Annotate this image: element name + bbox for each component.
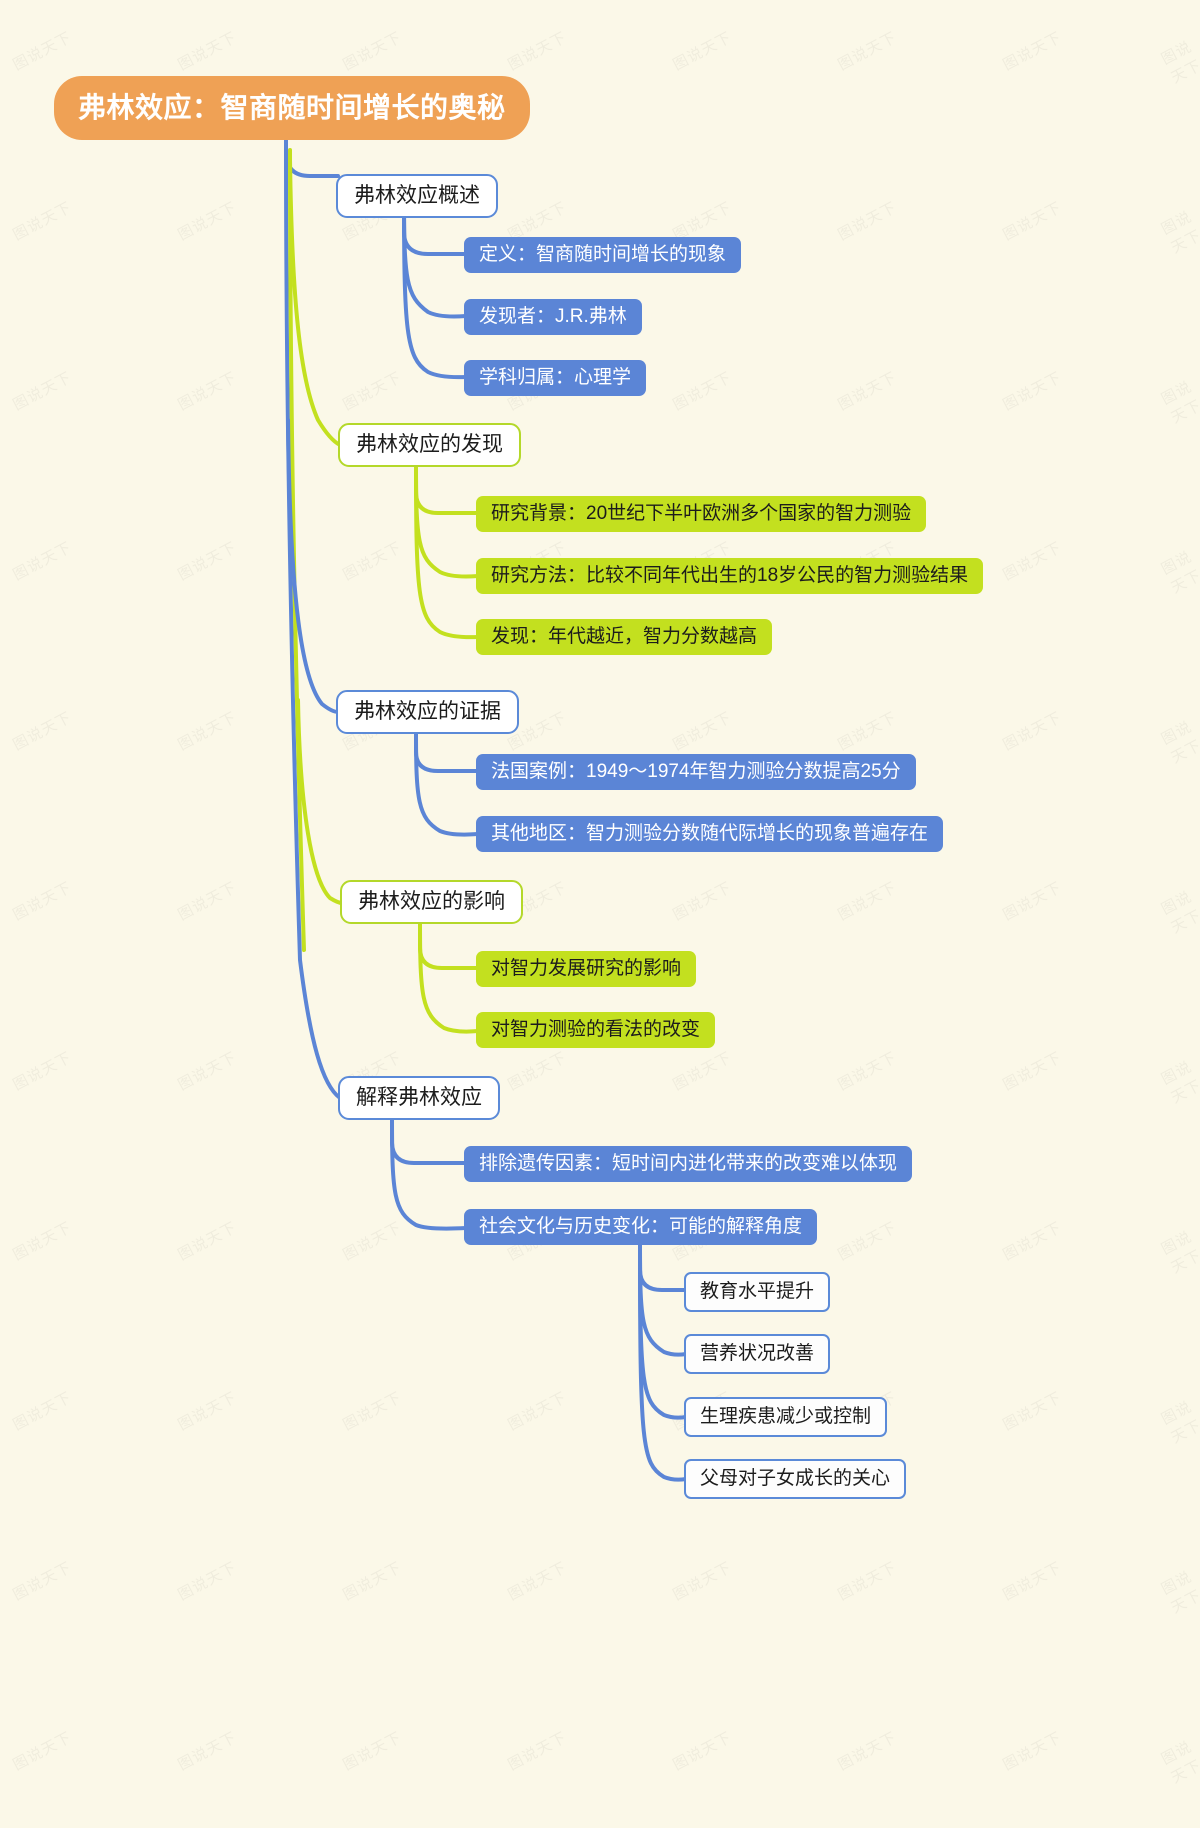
watermark-text: 图说天下 [999,1726,1065,1775]
watermark-text: 图说天下 [999,1386,1065,1435]
watermark-text: 图说天下 [9,876,75,925]
watermark-text: 图说天下 [1157,1394,1200,1448]
watermark-text: 图说天下 [339,1556,405,1605]
watermark-text: 图说天下 [339,26,405,75]
root-node[interactable]: 弗林效应：智商随时间增长的奥秘 [54,76,530,140]
leaf-node-1-2[interactable]: 发现者：J.R.弗林 [464,299,642,335]
leaf-node-2-1[interactable]: 研究背景：20世纪下半叶欧洲多个国家的智力测验 [476,496,927,532]
watermark-text: 图说天下 [174,1386,240,1435]
watermark-text: 图说天下 [174,536,240,585]
watermark-text: 图说天下 [999,1046,1065,1095]
watermark-text: 图说天下 [669,1046,735,1095]
leaf-node-3-2[interactable]: 其他地区：智力测验分数随代际增长的现象普遍存在 [476,816,944,852]
branch-node-4[interactable]: 弗林效应的影响 [340,880,523,924]
watermark-text: 图说天下 [9,1386,75,1435]
watermark-text: 图说天下 [834,1726,900,1775]
watermark-text: 图说天下 [669,706,735,755]
watermark-text: 图说天下 [1157,1734,1200,1788]
leaf-node-5-2[interactable]: 社会文化与历史变化：可能的解释角度 [464,1209,818,1245]
watermark-text: 图说天下 [174,196,240,245]
watermark-text: 图说天下 [669,1556,735,1605]
leaf-node-4-2[interactable]: 对智力测验的看法的改变 [476,1012,716,1048]
watermark-text: 图说天下 [1157,884,1200,938]
branch-node-5[interactable]: 解释弗林效应 [338,1076,500,1120]
watermark-text: 图说天下 [504,1046,570,1095]
watermark-text: 图说天下 [9,1046,75,1095]
watermark-text: 图说天下 [504,1556,570,1605]
watermark-text: 图说天下 [504,1726,570,1775]
watermark-text: 图说天下 [1157,374,1200,428]
watermark-text: 图说天下 [999,876,1065,925]
watermark-text: 图说天下 [174,26,240,75]
watermark-text: 图说天下 [174,366,240,415]
watermark-text: 图说天下 [834,1046,900,1095]
sub-node-5-2-2[interactable]: 营养状况改善 [684,1334,831,1374]
watermark-text: 图说天下 [504,1386,570,1435]
watermark-text: 图说天下 [669,366,735,415]
leaf-node-1-1[interactable]: 定义：智商随时间增长的现象 [464,237,742,273]
branch-node-3[interactable]: 弗林效应的证据 [336,690,519,734]
watermark-text: 图说天下 [834,1216,900,1265]
watermark-text: 图说天下 [339,1216,405,1265]
branch-node-1[interactable]: 弗林效应概述 [336,174,498,218]
watermark-text: 图说天下 [1157,34,1200,88]
watermark-text: 图说天下 [834,366,900,415]
leaf-node-4-1[interactable]: 对智力发展研究的影响 [476,951,697,987]
watermark-text: 图说天下 [339,366,405,415]
leaf-node-1-3[interactable]: 学科归属：心理学 [464,360,647,396]
watermark-text: 图说天下 [669,1726,735,1775]
watermark-text: 图说天下 [999,536,1065,585]
watermark-text: 图说天下 [1157,714,1200,768]
watermark-text: 图说天下 [834,26,900,75]
sub-node-5-2-1[interactable]: 教育水平提升 [684,1272,831,1312]
watermark-text: 图说天下 [1157,1224,1200,1278]
watermark-text: 图说天下 [669,876,735,925]
watermark-text: 图说天下 [1157,204,1200,258]
watermark-text: 图说天下 [339,536,405,585]
watermark-text: 图说天下 [339,1726,405,1775]
watermark-text: 图说天下 [834,876,900,925]
leaf-node-2-3[interactable]: 发现：年代越近，智力分数越高 [476,619,773,655]
watermark-text: 图说天下 [834,1556,900,1605]
leaf-node-2-2[interactable]: 研究方法：比较不同年代出生的18岁公民的智力测验结果 [476,558,984,594]
watermark-text: 图说天下 [174,876,240,925]
leaf-node-3-1[interactable]: 法国案例：1949～1974年智力测验分数提高25分 [476,754,916,790]
watermark-text: 图说天下 [1157,1564,1200,1618]
watermark-text: 图说天下 [9,366,75,415]
watermark-text: 图说天下 [174,706,240,755]
watermark-text: 图说天下 [999,196,1065,245]
sub-node-5-2-4[interactable]: 父母对子女成长的关心 [684,1459,907,1499]
watermark-text: 图说天下 [834,706,900,755]
watermark-text: 图说天下 [1157,544,1200,598]
watermark-text: 图说天下 [834,196,900,245]
sub-node-5-2-3[interactable]: 生理疾患减少或控制 [684,1397,888,1437]
watermark-text: 图说天下 [9,26,75,75]
watermark-text: 图说天下 [9,1556,75,1605]
watermark-text: 图说天下 [339,1386,405,1435]
watermark-text: 图说天下 [999,26,1065,75]
watermark-text: 图说天下 [999,706,1065,755]
watermark-text: 图说天下 [174,1046,240,1095]
watermark-text: 图说天下 [174,1556,240,1605]
watermark-text: 图说天下 [174,1216,240,1265]
watermark-text: 图说天下 [9,706,75,755]
leaf-node-5-1[interactable]: 排除遗传因素：短时间内进化带来的改变难以体现 [464,1146,913,1182]
branch-node-2[interactable]: 弗林效应的发现 [338,423,521,467]
watermark-text: 图说天下 [174,1726,240,1775]
watermark-text: 图说天下 [9,1726,75,1775]
watermark-text: 图说天下 [9,1216,75,1265]
watermark-text: 图说天下 [9,196,75,245]
watermark-text: 图说天下 [999,1216,1065,1265]
watermark-text: 图说天下 [504,26,570,75]
watermark-text: 图说天下 [999,366,1065,415]
watermark-text: 图说天下 [1157,1054,1200,1108]
watermark-text: 图说天下 [9,536,75,585]
watermark-text: 图说天下 [999,1556,1065,1605]
watermark-text: 图说天下 [669,26,735,75]
